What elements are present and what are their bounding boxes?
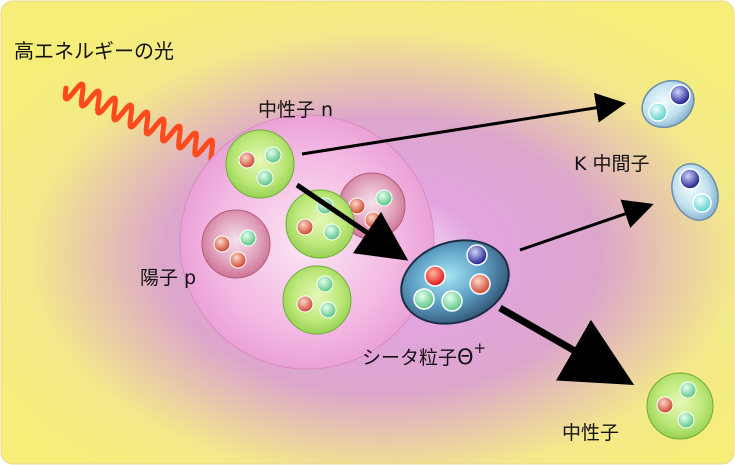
theta-label: シータ粒子Θ+ [362, 339, 486, 369]
arrow-to-neutron-out [498, 304, 635, 385]
theta-particle-sphere [400, 239, 510, 325]
arrow-to-theta [295, 182, 409, 261]
outgoing-neutron-sphere [646, 372, 714, 440]
neutron-label: 中性子 n [258, 99, 333, 121]
theta-charge: + [474, 339, 487, 357]
photon-label: 高エネルギーの光 [14, 39, 174, 63]
theta-label-base: シータ粒子 [362, 347, 457, 369]
kaon-sphere [671, 163, 719, 221]
struck-neutron-sphere [225, 129, 295, 199]
arrow-to-kaon-lower [519, 199, 654, 252]
neutron-out-label: 中性子 [562, 422, 619, 444]
theta-symbol: Θ [457, 345, 474, 369]
proton-label: 陽子 p [140, 267, 196, 289]
arrow-to-kaon-upper [301, 92, 626, 156]
kaon-sphere [641, 79, 695, 129]
kaon-label: K 中間子 [574, 153, 650, 175]
proton-sphere [201, 209, 271, 279]
neutron-sphere [285, 189, 355, 259]
neutron-sphere [282, 265, 352, 335]
photon-wave-icon [62, 81, 232, 165]
